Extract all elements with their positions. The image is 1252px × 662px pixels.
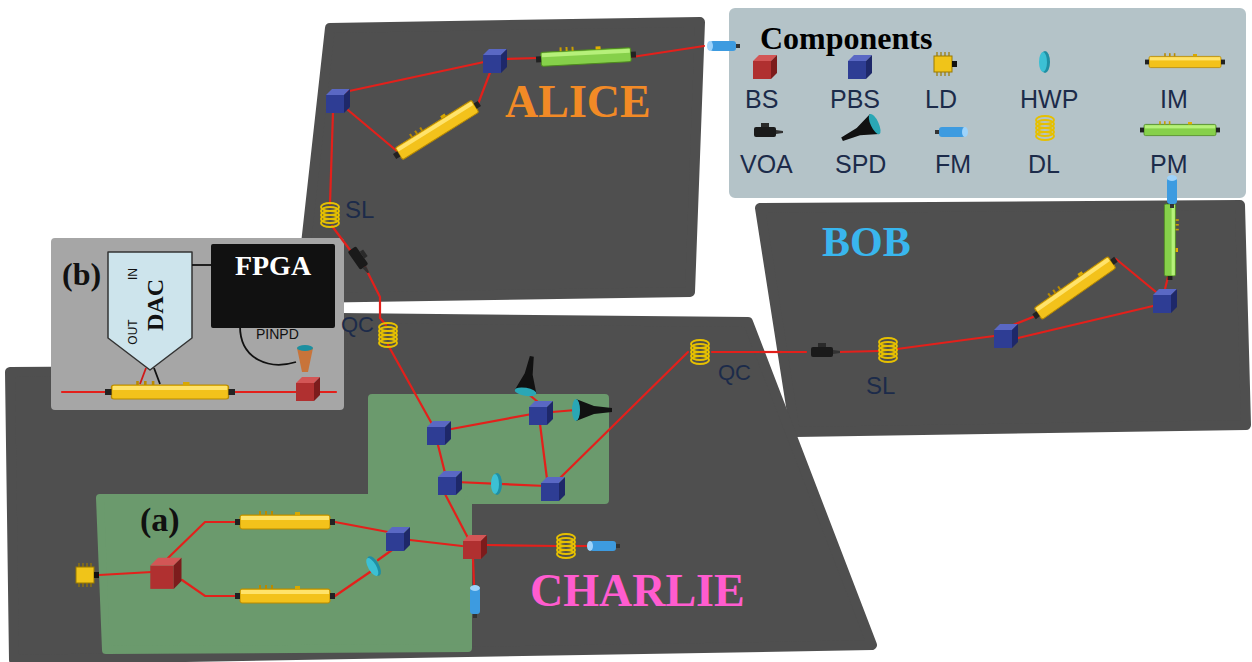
laser-beam	[487, 545, 556, 546]
node-title: BOB	[822, 218, 911, 266]
legend-label: FM	[935, 150, 971, 179]
polarizing-beam-splitter	[483, 49, 507, 73]
signal-label: PINPD	[256, 326, 299, 342]
part-label: QC	[341, 312, 374, 337]
bob-panel-shape	[760, 205, 1246, 432]
text-holder: OUT	[123, 319, 141, 344]
polarizing-beam-splitter	[326, 89, 350, 113]
legend-label: IM	[1160, 85, 1188, 114]
legend-icon	[1039, 51, 1050, 73]
inset-panel: (b) FPGA OUTDACIN	[55, 242, 340, 406]
alice-panel-outline	[295, 18, 710, 303]
legend-icon	[848, 55, 872, 79]
text-holder: PM	[1150, 150, 1188, 179]
signal-wire	[192, 264, 213, 266]
text-holder: HWP	[1020, 85, 1078, 114]
part-label: SL	[866, 372, 895, 400]
half-wave-plate	[491, 473, 502, 495]
optical-fiber	[712, 351, 759, 353]
laser-beam	[503, 58, 538, 59]
node-title: FPGA	[235, 250, 311, 282]
text-holder: PINPD	[256, 325, 299, 343]
text-holder: SL	[345, 196, 374, 224]
bob-panel: BOB	[755, 200, 1250, 438]
polarizing-beam-splitter	[427, 421, 451, 445]
part-label: SL	[345, 196, 374, 224]
alice-panel: ALICE	[295, 18, 710, 303]
legend-label: HWP	[1020, 85, 1078, 114]
text-holder: DL	[1028, 150, 1060, 179]
text-holder: Components	[760, 20, 932, 57]
text-holder: IM	[1160, 85, 1188, 114]
faraday-mirror	[1167, 175, 1177, 208]
node-title: Components	[760, 20, 932, 57]
text-holder: DAC	[142, 279, 170, 331]
node-title: (a)	[140, 500, 180, 539]
node-title: CHARLIE	[530, 565, 745, 618]
fpga-box: FPGA	[213, 246, 333, 326]
faraday-mirror	[587, 541, 620, 551]
node-title: (b)	[62, 256, 101, 293]
legend-label: DL	[1028, 150, 1060, 179]
text-holder: (b)	[62, 256, 101, 293]
polarizing-beam-splitter	[541, 477, 565, 501]
legend-label: PBS	[830, 85, 880, 114]
legend-icon	[935, 127, 968, 137]
text-holder: SL	[866, 372, 895, 400]
polarizing-beam-splitter	[994, 324, 1018, 348]
source-region: (a)	[100, 398, 605, 650]
legend-icon	[753, 55, 777, 79]
legend-label: SPD	[835, 150, 886, 179]
dac-block-shape	[108, 252, 192, 370]
optical-fiber	[838, 351, 879, 352]
text-holder: FPGA	[213, 250, 333, 282]
quantum-channel-fiber	[379, 297, 381, 319]
legend-label: VOA	[740, 150, 793, 179]
text-holder: QC	[718, 360, 751, 385]
quantum-channel-fiber	[760, 351, 783, 353]
text-holder: ALICE	[505, 76, 651, 129]
polarizing-beam-splitter	[386, 527, 410, 551]
node-title: DAC	[142, 279, 170, 331]
legend-label: PM	[1150, 150, 1188, 179]
components-panel-shape	[735, 14, 1240, 192]
text-holder: CHARLIE	[530, 565, 745, 618]
text-holder: BOB	[822, 218, 911, 266]
inset-panel-shape	[55, 242, 340, 406]
text-holder: FM	[935, 150, 971, 179]
text-holder: PBS	[830, 85, 880, 114]
polarizing-beam-splitter	[529, 401, 553, 425]
laser-beam	[576, 545, 588, 547]
fpga-box-shape	[213, 246, 333, 326]
optical-fiber	[782, 351, 806, 353]
node-title: OUT	[127, 319, 141, 344]
faraday-mirror	[470, 585, 480, 618]
legend-label: LD	[925, 85, 957, 114]
text-holder: (a)	[140, 500, 180, 539]
beam-splitter	[296, 377, 320, 401]
faraday-mirror	[707, 41, 740, 51]
node-title: IN	[127, 268, 141, 280]
text-holder: VOA	[740, 150, 793, 179]
text-holder: LD	[925, 85, 957, 114]
beam-splitter	[150, 558, 181, 589]
text-holder: BS	[745, 85, 778, 114]
dac-block: OUTDACIN	[106, 250, 194, 372]
node-title: ALICE	[505, 76, 651, 129]
text-holder: IN	[123, 268, 141, 280]
polarizing-beam-splitter	[438, 471, 462, 495]
alice-panel-shape	[300, 22, 700, 298]
source-region-shape	[100, 398, 605, 650]
laser-beam	[473, 559, 474, 584]
text-holder: QC	[341, 312, 374, 337]
text-holder: SPD	[835, 150, 886, 179]
polarizing-beam-splitter	[1153, 289, 1177, 313]
beam-splitter	[463, 535, 487, 559]
part-label: QC	[718, 360, 751, 385]
legend-label: BS	[745, 85, 778, 114]
